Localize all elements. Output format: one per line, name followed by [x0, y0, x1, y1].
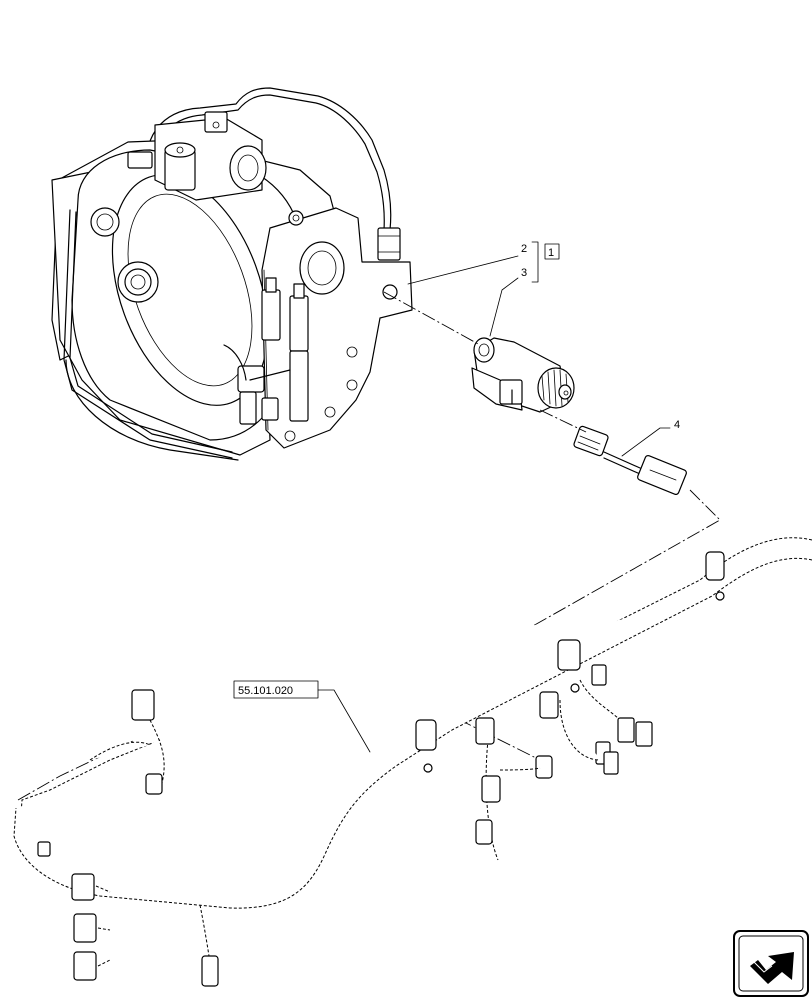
harness-reference-label: 55.101.020 [238, 685, 293, 697]
next-page-arrow-icon[interactable] [733, 930, 809, 997]
callout-label-2: 2 [521, 243, 527, 255]
wiring-harness [13, 537, 812, 987]
hydraulic-pump-assembly [51, 87, 413, 461]
callout-bracket: 1 [531, 241, 560, 283]
callout-item-3: 3 [489, 267, 527, 337]
group-reference-box: 1 [548, 247, 554, 259]
callout-label-3: 3 [521, 267, 527, 279]
harness-reference: 55.101.020 [233, 680, 371, 753]
callout-item-4: 4 [621, 419, 680, 457]
callout-label-4: 4 [674, 419, 680, 431]
callout-item-2: 2 [407, 243, 527, 285]
connector-lead [573, 425, 687, 495]
solenoid-valve [471, 337, 575, 413]
flange-fittings [223, 277, 309, 425]
